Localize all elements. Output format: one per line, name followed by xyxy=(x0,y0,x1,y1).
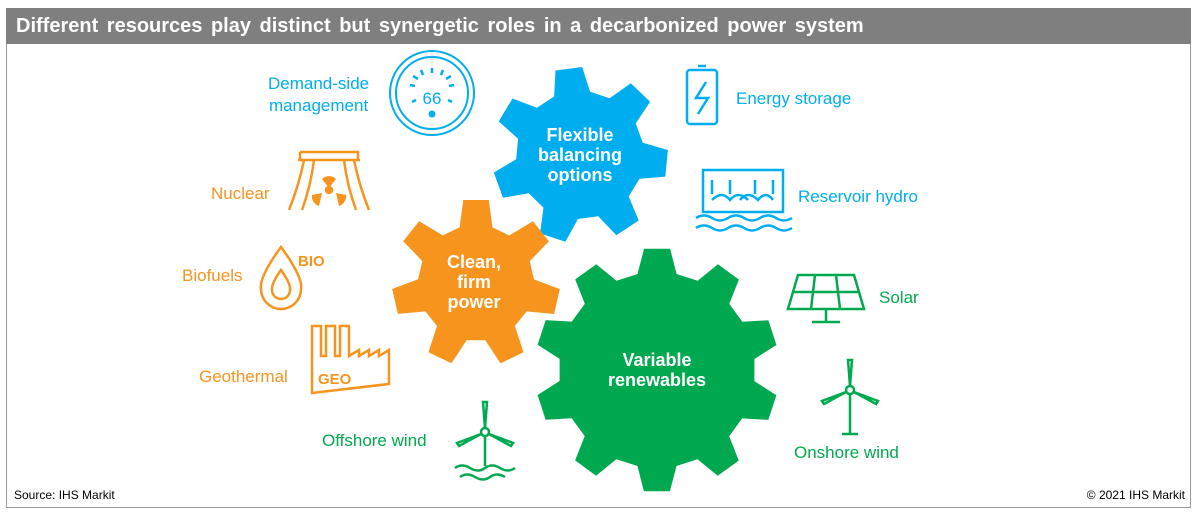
thermostat-value: 66 xyxy=(423,89,442,108)
gear-label-line: Clean, xyxy=(446,252,502,272)
gear-label-line: Flexible xyxy=(546,125,614,145)
onshore-wind-label: Onshore wind xyxy=(794,443,899,462)
gear-label-line: balancing xyxy=(537,145,623,165)
gear-label-line: firm xyxy=(456,272,491,292)
demand-side-label: Demand-side management xyxy=(268,73,369,117)
offshore-wind-label: Offshore wind xyxy=(322,431,427,450)
clean-gear xyxy=(392,200,560,364)
energy-storage-label: Energy storage xyxy=(736,89,852,108)
gear-label-line: Variable xyxy=(622,350,692,370)
biofuel-flame-icon xyxy=(259,244,303,311)
diagram-title: Different resources play distinct but sy… xyxy=(6,8,1191,44)
gear-label-line: power xyxy=(447,292,501,312)
gear-label-line: renewables xyxy=(607,370,707,390)
gear-label-line: options xyxy=(547,165,613,185)
offshore-wind-turbine-icon xyxy=(454,400,516,481)
variable-gear-label: Variable renewables xyxy=(608,350,706,390)
biofuels-label: Biofuels xyxy=(182,266,243,285)
nuclear-icon xyxy=(287,150,371,211)
nuclear-label: Nuclear xyxy=(211,184,270,203)
bio-badge: BIO xyxy=(298,253,325,270)
geothermal-label: Geothermal xyxy=(199,367,288,386)
flexible-gear-label: Flexible balancing options xyxy=(538,125,622,185)
source-note: Source: IHS Markit xyxy=(14,488,115,502)
reservoir-hydro-icon xyxy=(695,168,793,232)
solar-panel-icon xyxy=(786,273,866,324)
solar-label: Solar xyxy=(879,288,919,307)
onshore-wind-turbine-icon xyxy=(820,358,880,436)
label-line: management xyxy=(268,96,369,115)
copyright-note: © 2021 IHS Markit xyxy=(1086,488,1185,502)
variable-gear xyxy=(537,248,777,492)
label-line: Demand-side xyxy=(268,74,370,93)
thermostat-icon xyxy=(389,50,475,136)
clean-gear-label: Clean, firm power xyxy=(447,252,501,312)
geothermal-factory-icon xyxy=(310,324,391,395)
reservoir-hydro-label: Reservoir hydro xyxy=(798,187,918,206)
geo-badge: GEO xyxy=(318,371,352,388)
flexible-gear xyxy=(493,67,668,242)
battery-icon xyxy=(685,64,719,126)
